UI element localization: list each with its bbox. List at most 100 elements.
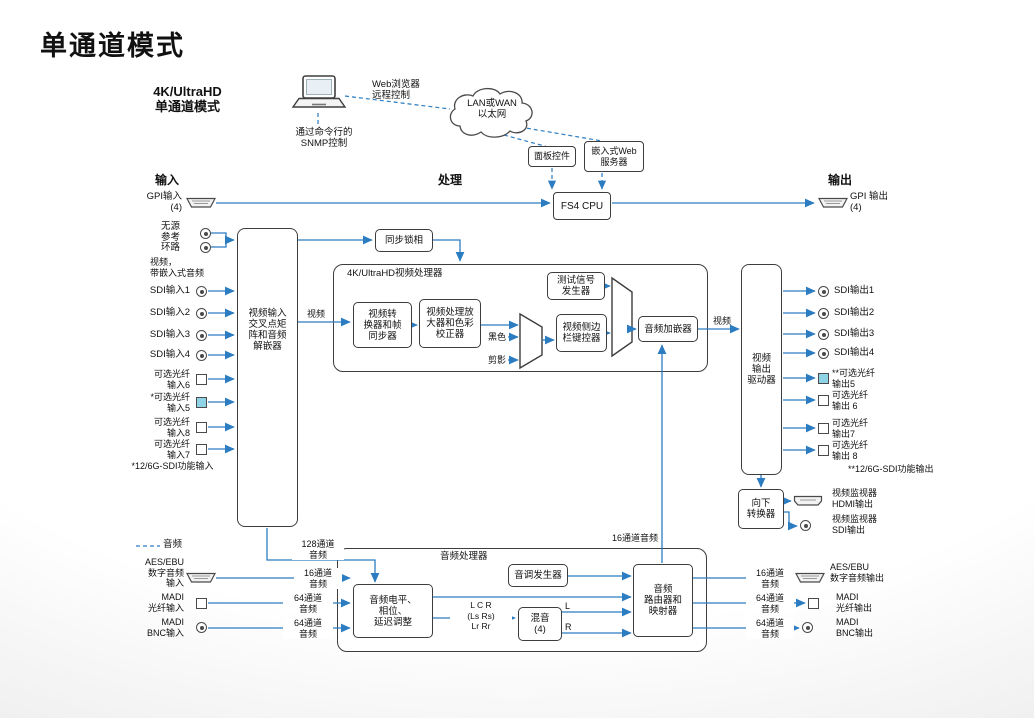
black-source-label: 黑色 [487, 332, 506, 342]
test-signal-generator-box: 测试信号 发生器 [547, 272, 605, 300]
lcr-channels-label: L C R (Ls Rs) Lr Rr [450, 600, 512, 632]
fiber-output-6-icon [818, 395, 829, 406]
channel-64-bnc-out-label: 64通道 音频 [746, 618, 794, 639]
aes-input-connector-icon [186, 572, 216, 583]
channel-64-fiber-in-label: 64通道 音频 [283, 593, 333, 614]
aes-input-label: AES/EBU 数字音频 输入 [144, 557, 184, 588]
fiber-output-5-icon [818, 373, 829, 384]
sdi-input-4-bnc-icon [196, 350, 207, 361]
sdi-output-2-bnc-icon [818, 308, 829, 319]
sdi-output-4-label: SDI输出4 [834, 347, 875, 358]
matte-source-label: 剪影 [487, 355, 506, 365]
madi-bnc-input-label: MADI BNC输入 [146, 617, 184, 638]
madi-bnc-output-icon [802, 622, 813, 633]
aes-output-label: AES/EBU 数字音频输出 [830, 562, 885, 583]
web-server-box: 嵌入式Web 服务器 [584, 141, 644, 172]
madi-fiber-output-label: MADI 光纤输出 [836, 592, 873, 613]
sdi-output-2-label: SDI输出2 [834, 307, 875, 318]
audio-embedder-box: 音频加嵌器 [638, 316, 698, 342]
snmp-label: 通过命令行的 SNMP控制 [295, 127, 353, 149]
madi-fiber-output-icon [808, 598, 819, 609]
panel-controls-box: 面板控件 [528, 146, 576, 167]
sdi-input-1-bnc-icon [196, 286, 207, 297]
cloud-label: LAN或WAN 以太网 [467, 98, 517, 120]
video-embedded-audio-note: 视频， 带嵌入式音频 [150, 257, 205, 278]
down-converter-box: 向下 转换器 [738, 489, 784, 529]
gpi-input-label: GPI输入 (4) [146, 191, 182, 213]
sdi-output-3-label: SDI输出3 [834, 328, 875, 339]
channel-16-out-label: 16通道 音频 [746, 568, 794, 589]
video-processor-title: 4K/UltraHD视频处理器 [347, 268, 443, 279]
audio-section-label: 音频 [163, 539, 183, 550]
fiber-output-5-label: **可选光纤 输出5 [832, 368, 876, 389]
fiber-input-8-icon [196, 422, 207, 433]
mixdown-box: 混音 (4) [518, 607, 562, 641]
fiber-input-7-icon [196, 444, 207, 455]
fiber-input-7-label: 可选光纤 输入7 [153, 439, 190, 460]
genlock-box: 同步锁相 [375, 229, 433, 252]
madi-fiber-input-label: MADI 光纤输入 [147, 592, 184, 613]
fiber-output-6-label: 可选光纤 输出 6 [832, 390, 869, 411]
madi-bnc-output-label: MADI BNC输出 [836, 617, 874, 638]
sdi-output-4-bnc-icon [818, 348, 829, 359]
madi-fiber-input-icon [196, 598, 207, 609]
fiber-input-6-icon [196, 374, 207, 385]
fiber-output-8-icon [818, 445, 829, 456]
sdi-input-3-bnc-icon [196, 330, 207, 341]
fiber-input-5-label: *可选光纤 输入5 [150, 392, 190, 413]
channel-64-bnc-in-label: 64通道 音频 [283, 618, 333, 639]
input-crosspoint-box: 视频输入 交叉点矩 阵和音频 解嵌器 [237, 228, 298, 527]
fiber-input-6-label: 可选光纤 输入6 [153, 369, 190, 390]
mode-label: 4K/UltraHD 单通道模式 [153, 84, 222, 114]
gpi-input-connector-icon [186, 197, 216, 208]
gpi-output-connector-icon [818, 197, 848, 208]
hdmi-monitor-connector-icon [793, 495, 823, 506]
cloud-icon [449, 87, 533, 138]
converter-framesync-box: 视频转 换器和帧 同步器 [353, 302, 412, 348]
fiber-input-8-label: 可选光纤 输入8 [153, 417, 190, 438]
audio-router-mapper-box: 音频 路由器和 映射器 [633, 564, 693, 637]
hdmi-monitor-label: 视频监视器 HDMI输出 [832, 488, 878, 509]
cpu-box: FS4 CPU [553, 192, 611, 220]
fiber-output-8-label: 可选光纤 输出 8 [832, 440, 869, 461]
sdi-output-1-label: SDI输出1 [834, 285, 875, 296]
procamp-color-box: 视频处理放 大器和色彩 校正器 [419, 299, 481, 348]
sdi-input-3-label: SDI输入3 [149, 329, 190, 340]
channel-64-fiber-out-label: 64通道 音频 [746, 593, 794, 614]
mix-left-label: L [565, 601, 571, 611]
reference-bnc-1-icon [200, 228, 211, 239]
header-process: 处理 [437, 173, 462, 187]
aes-output-connector-icon [795, 572, 825, 583]
fiber-output-7-icon [818, 423, 829, 434]
fiber-output-7-label: 可选光纤 输出7 [832, 418, 869, 439]
video-wire-label-in: 视频 [306, 309, 325, 319]
sdi-input-2-bnc-icon [196, 308, 207, 319]
reference-bnc-2-icon [200, 242, 211, 253]
sdi-input-1-label: SDI输入1 [149, 285, 190, 296]
channel-16-in-label: 16通道 音频 [294, 568, 342, 589]
reference-label: 无源 参考 环路 [160, 221, 180, 253]
laptop-icon [291, 75, 347, 108]
channel-128-label: 128通道 音频 [292, 539, 344, 560]
fiber-input-note: *12/6G-SDI功能输入 [131, 461, 214, 471]
page-title: 单通道模式 [40, 31, 185, 61]
fiber-output-note: **12/6G-SDI功能输出 [848, 464, 934, 474]
sdi-output-1-bnc-icon [818, 286, 829, 297]
header-input: 输入 [154, 173, 179, 187]
mix-right-label: R [565, 622, 572, 632]
audio-processor-title: 音频处理器 [440, 551, 488, 562]
sdi-output-3-bnc-icon [818, 329, 829, 340]
sdi-input-2-label: SDI输入2 [149, 307, 190, 318]
fiber-input-5-icon [196, 397, 207, 408]
web-remote-label: Web浏览器 远程控制 [372, 79, 420, 101]
sidebar-keyer-box: 视频侧边 栏键控器 [556, 314, 607, 352]
gpi-output-label: GPI 输出 (4) [850, 191, 889, 213]
sdi-monitor-label: 视频监视器 SDI输出 [832, 514, 878, 535]
madi-bnc-input-icon [196, 622, 207, 633]
channel-16-embed-label: 16通道音频 [611, 533, 658, 543]
video-wire-label-out: 视频 [712, 316, 731, 326]
sdi-monitor-bnc-icon [800, 520, 811, 531]
video-output-driver-box: 视频 输出 驱动器 [741, 264, 782, 475]
header-output: 输出 [827, 173, 852, 187]
